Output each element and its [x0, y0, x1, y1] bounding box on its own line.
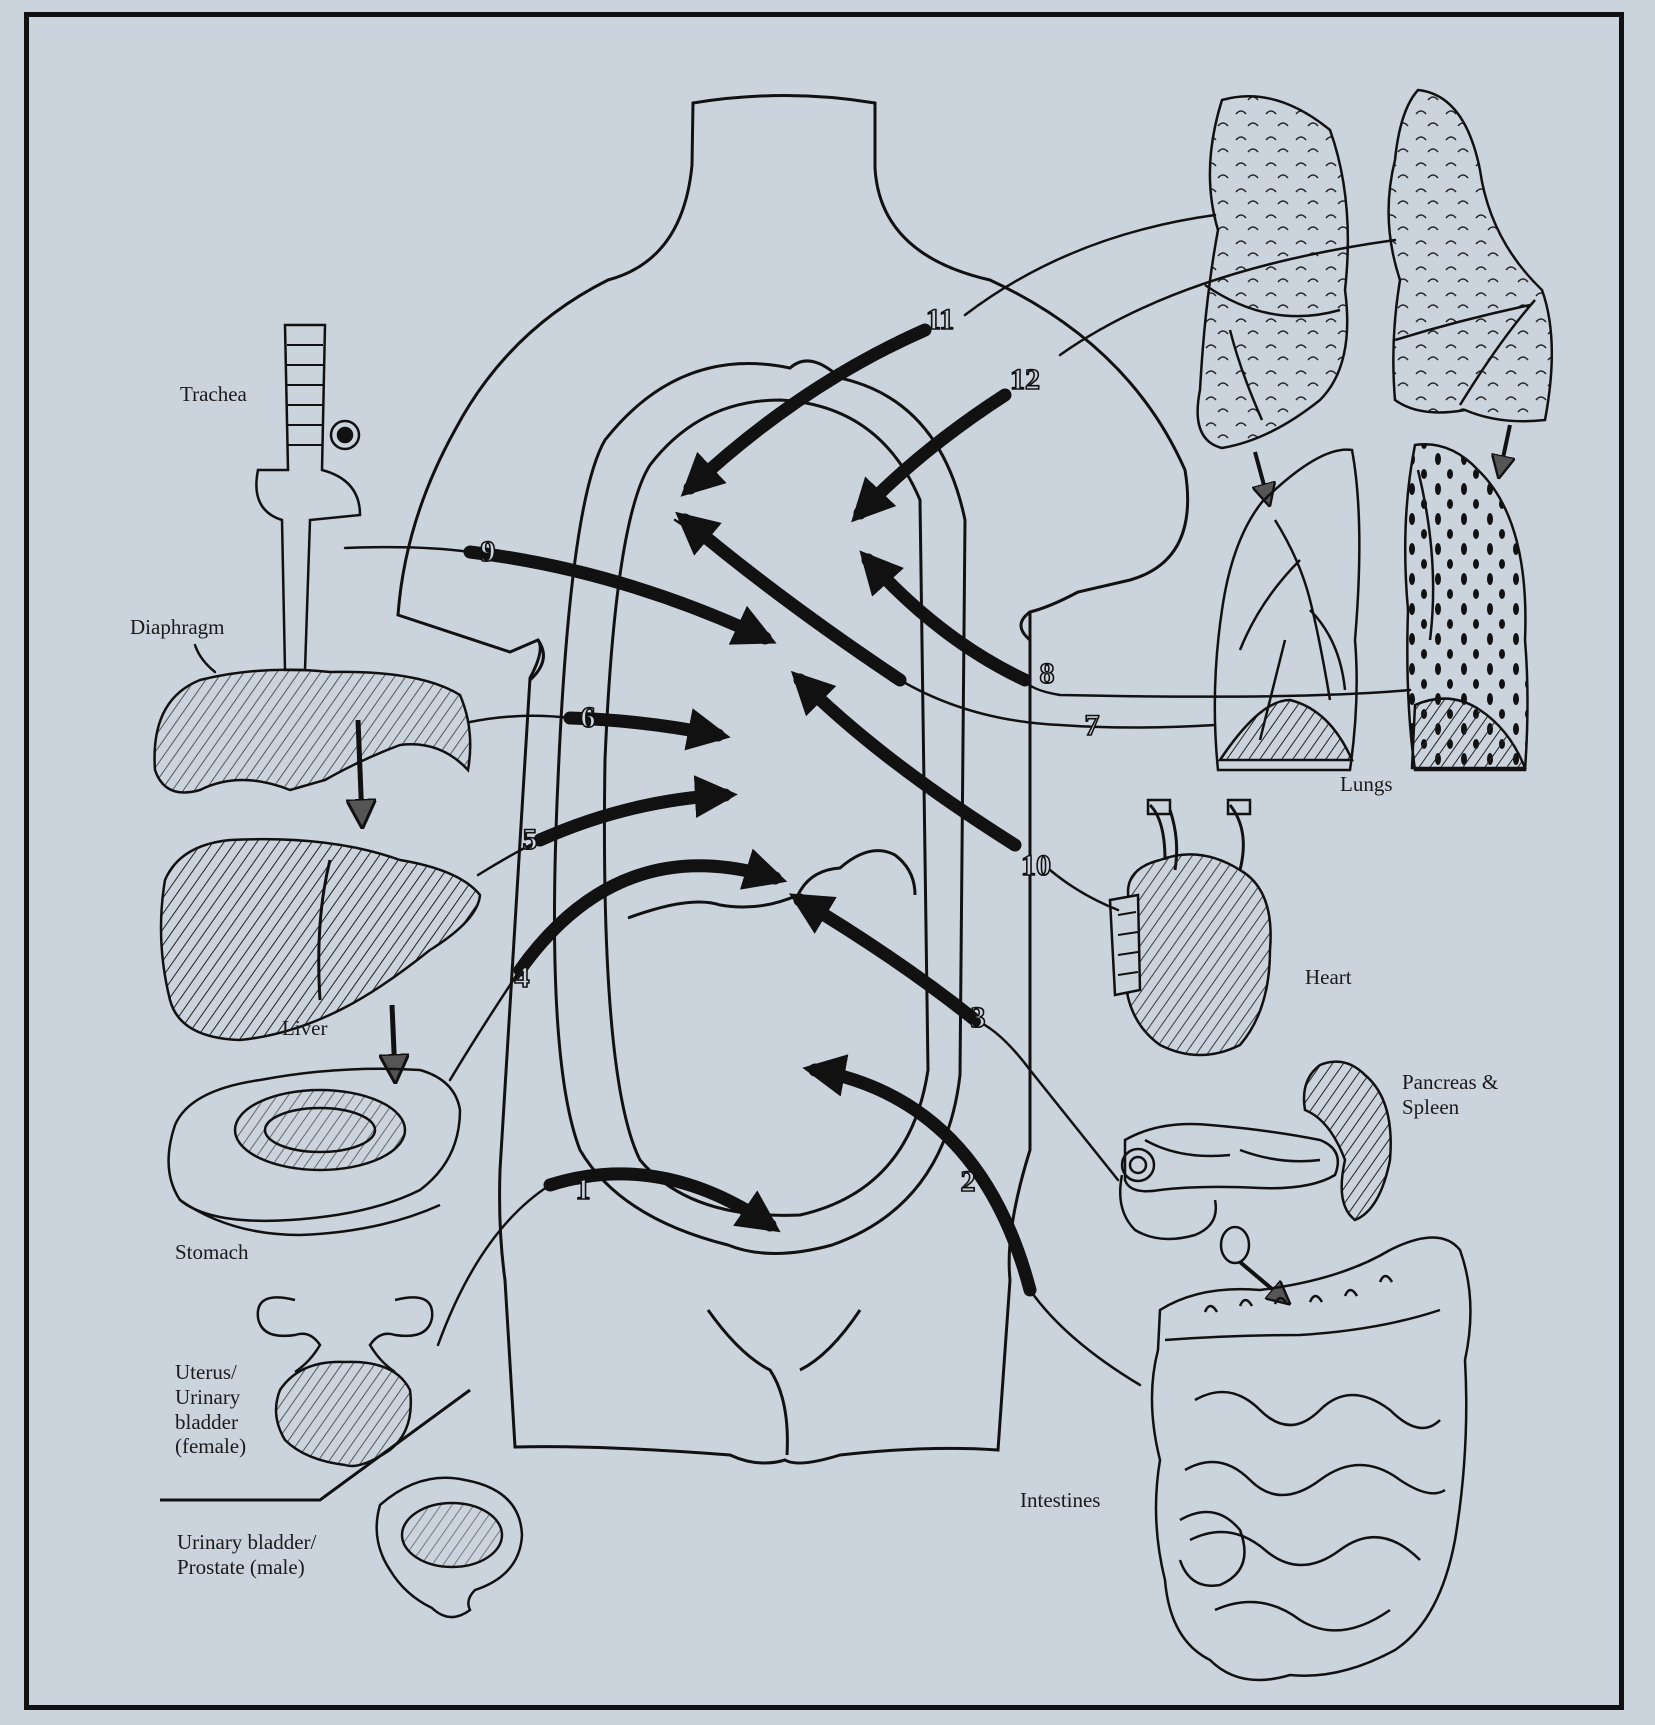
stomach-illustration: [169, 1069, 460, 1235]
lungs-illustration: [1198, 90, 1552, 770]
label-lungs: Lungs: [1340, 772, 1393, 797]
label-trachea: Trachea: [180, 382, 247, 407]
label-uterus-bladder: Uterus/ Urinary bladder (female): [175, 1360, 246, 1459]
label-heart: Heart: [1305, 965, 1352, 990]
label-diaphragm: Diaphragm: [130, 615, 224, 640]
arrow-number-12: 12: [990, 362, 1060, 398]
label-liver: Liver: [282, 1016, 327, 1041]
torso-outline: [398, 96, 1188, 1464]
arrow-number-9: 9: [453, 534, 523, 570]
heart-illustration: [1110, 800, 1271, 1055]
arrow-number-8: 8: [1012, 656, 1082, 692]
label-bladder-prostate: Urinary bladder/ Prostate (male): [177, 1530, 316, 1580]
label-pancreas-spleen: Pancreas & Spleen: [1402, 1070, 1498, 1120]
label-intestines: Intestines: [1020, 1488, 1100, 1513]
arrow-number-3: 3: [943, 1000, 1013, 1036]
arrow-number-6: 6: [553, 700, 623, 736]
pancreas-spleen-illustration: [1120, 1062, 1391, 1300]
arrow-number-10: 10: [1001, 848, 1071, 884]
arrow-number-11: 11: [905, 302, 975, 338]
arrow-number-1: 1: [548, 1172, 618, 1208]
arrow-number-2: 2: [933, 1164, 1003, 1200]
arrow-number-5: 5: [495, 822, 565, 858]
intestines-illustration: [1152, 1238, 1470, 1681]
arrow-number-7: 7: [1057, 708, 1127, 744]
uterus-bladder-illustration: [258, 1297, 432, 1466]
arrow-number-4: 4: [487, 960, 557, 996]
label-stomach: Stomach: [175, 1240, 249, 1265]
